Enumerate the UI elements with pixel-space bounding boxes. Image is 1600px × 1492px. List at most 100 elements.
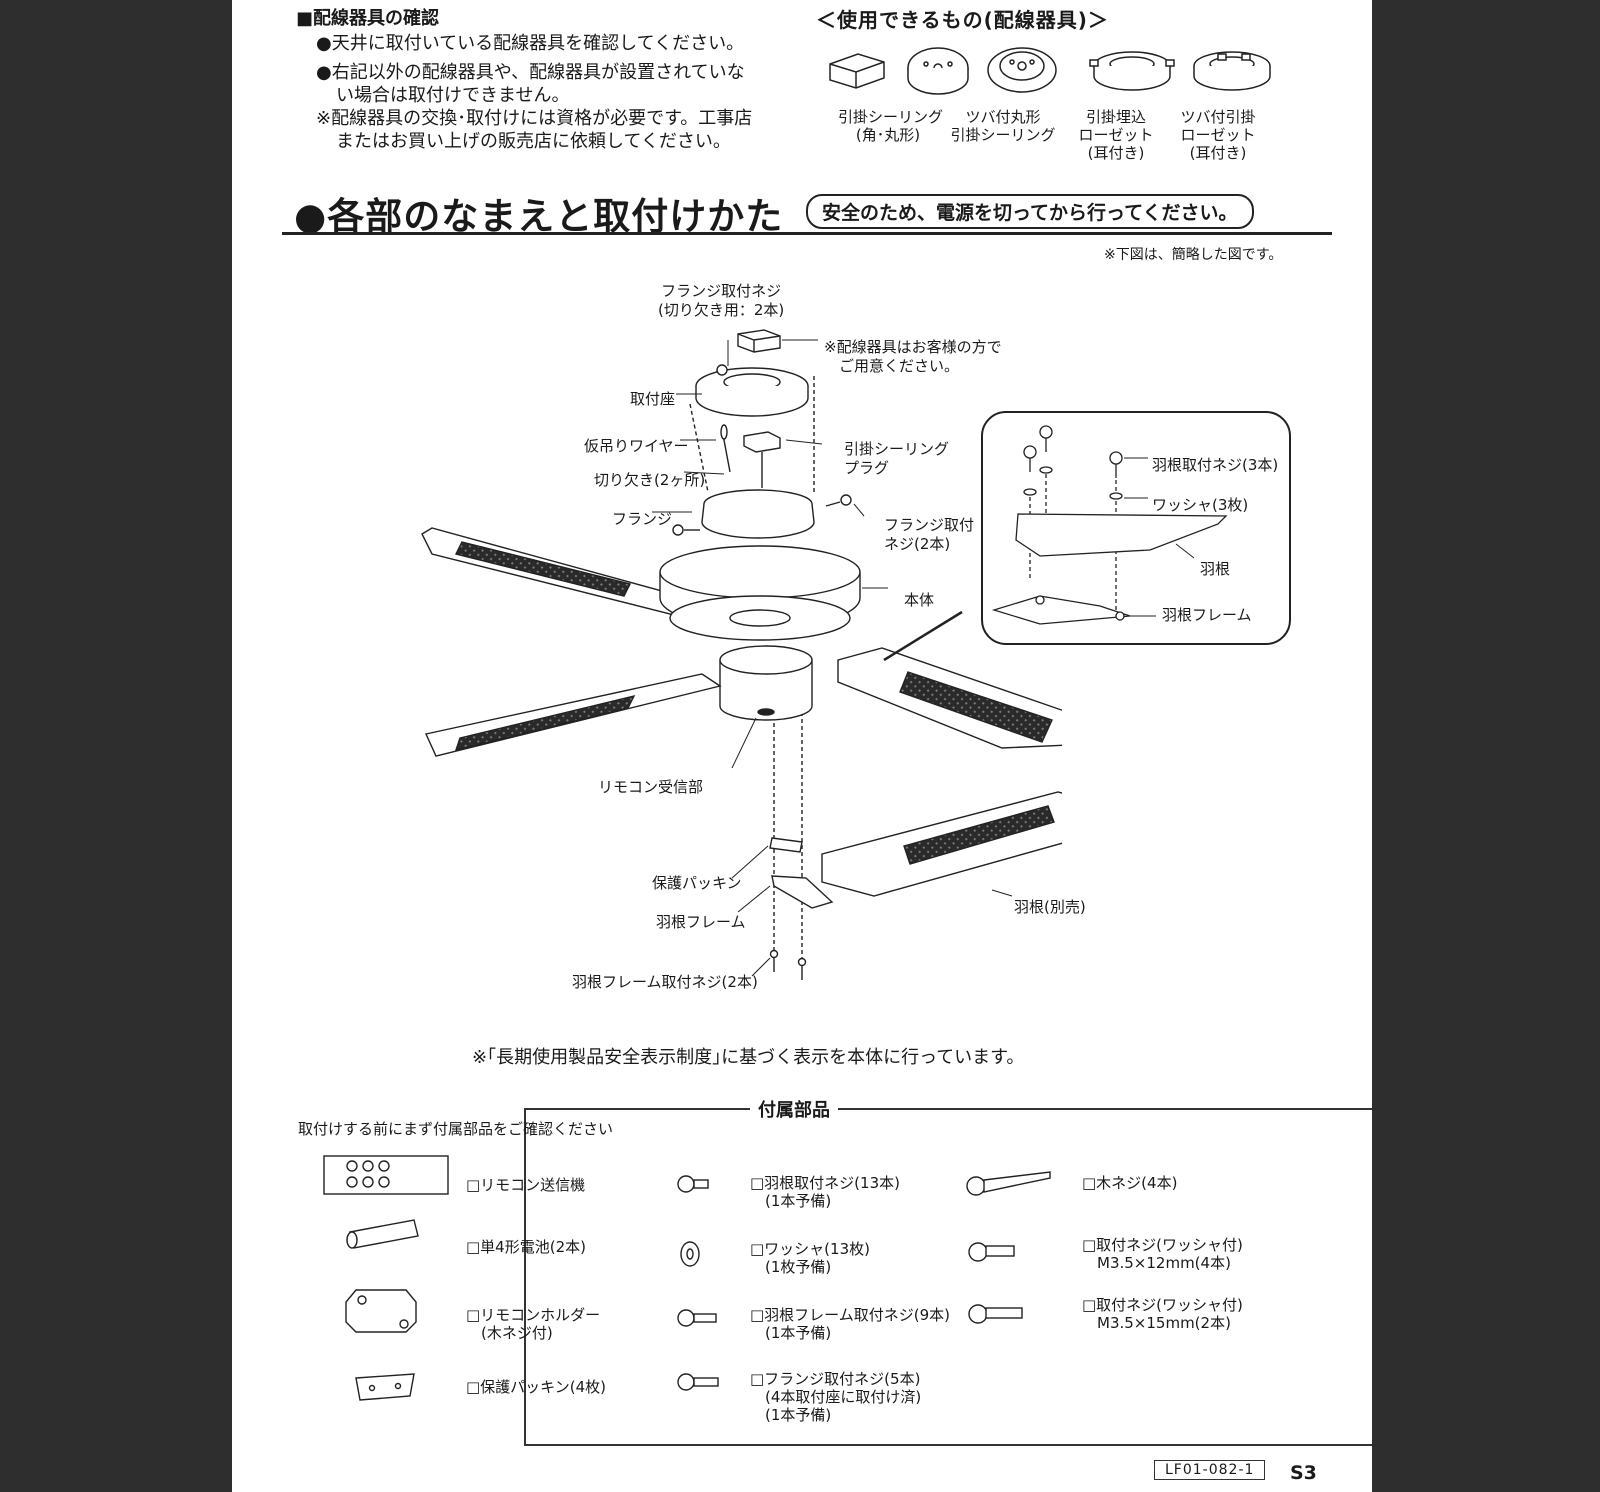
remote-holder-icon [345,1289,417,1333]
fixture-label-flanged-ceiling: ツバ付丸形 引掛シーリング [950,108,1056,144]
accessory-label-flange-screw: □フランジ取付ネジ(5本) (4本取付座に取付け済) (1本予備) [750,1370,922,1424]
flange [701,489,815,539]
label-ceiling-plug: 引掛シーリング プラグ [844,440,950,477]
inset-washer-3 [1109,492,1123,500]
inset-screw-2 [1023,445,1037,472]
accessory-label-blade-screw: □羽根取付ネジ(13本) (1本予備) [750,1174,900,1210]
accessory-label-mount-screw-12: □取付ネジ(ワッシャ付) M3.5×12mm(4本) [1082,1236,1243,1272]
ceiling-square-icon [829,53,885,89]
wiring-heading: ■配線器具の確認 [296,8,440,29]
accessory-icons-col-1 [323,1155,449,1401]
blade-top-left [421,527,703,621]
mount-screw-15-icon [968,1304,1023,1324]
label-temp-wire: 仮吊りワイヤー [584,437,689,455]
accessory-label-remote-holder: □リモコンホルダー (木ネジ付) [466,1306,601,1342]
blade-sold-separately [821,791,1062,897]
label-wiring-device-note: ※配線器具はお客様の方で ご用意ください。 [824,338,1002,375]
label-notch: 切り欠き(2ヶ所) [594,471,706,489]
ceiling-plug [743,431,781,488]
wiring-bullet-2-line-1: ●右記以外の配線器具や、配線器具が設置されていな [316,62,745,83]
label-blade-frame-screw: 羽根フレーム取付ネジ(2本) [572,973,758,991]
wiring-bullet-2-line-2: い場合は取付けできません。 [336,85,570,106]
right-margin [1372,0,1600,1492]
blade-screw-icon [677,1175,709,1193]
safety-note: 安全のため、電源を切ってから行ってください。 [806,194,1254,229]
inset-label-washer: ワッシャ(3枚) [1152,496,1249,514]
manual-page: ■配線器具の確認 ●天井に取付いている配線器具を確認してください。 ●右記以外の… [232,0,1372,1492]
title-rule [282,232,1332,235]
inset-frame [991,595,1131,625]
long-term-note: ※｢長期使用製品安全表示制度｣に基づく表示を本体に行っています。 [472,1047,1025,1068]
remote-receiver-housing [719,645,813,721]
blade-right [837,647,1062,749]
ceiling-round-icon [907,47,969,95]
blade-frame-screw-icon [677,1309,717,1327]
fan-diagram [421,329,1062,980]
accessory-label-battery: □単4形電池(2本) [466,1238,586,1256]
recessed-rosette-icon [1089,51,1175,91]
flanged-round-ceiling-icon [987,47,1057,93]
label-mount-base: 取付座 [630,390,676,408]
washer-icon [680,1241,700,1267]
label-body: 本体 [904,591,935,609]
aa-battery-icon [346,1219,419,1249]
wood-screw-icon [966,1171,1051,1196]
accessory-icons-col-3 [966,1171,1051,1324]
blade-frame-part [771,875,834,909]
accessory-label-remote-transmitter: □リモコン送信機 [466,1176,586,1194]
temp-wire-hook [720,424,728,440]
flange-screw-right [825,494,852,507]
label-blade-frame: 羽根フレーム [656,913,746,931]
section-title: ●各部のなまえと取付けかた [294,195,784,238]
flange-screw-icon [677,1373,719,1391]
wiring-note-line-2: またはお買い上げの販売店に依頼してください。 [336,131,731,152]
flanged-rosette-icon [1193,51,1271,91]
label-flange-screw-side: フランジ取付 ネジ(2本) [884,516,975,553]
accessory-icons-col-2 [677,1175,719,1391]
inset-washer-1 [1039,466,1053,474]
page-number: S3 [1290,1462,1317,1484]
blade-frame-screw-right [797,957,807,980]
simplified-note: ※下図は、簡略した図です。 [1104,247,1283,263]
protective-packing-icon [355,1373,415,1401]
accessories-instruction: 取付けする前にまず付属部品をご確認ください [298,1120,614,1138]
inset-washer-2 [1023,488,1037,496]
mount-screw-12-icon [968,1242,1015,1262]
label-blade-sold-separately: 羽根(別売) [1014,898,1086,916]
blade-inset [981,411,1291,645]
flange-screw-left [672,524,700,536]
fan-body [659,545,861,641]
inset-label-blade-screw: 羽根取付ネジ(3本) [1152,456,1279,474]
mount-base [695,364,809,417]
accessory-label-packing: □保護パッキン(4枚) [466,1378,606,1396]
fixture-label-recessed-rosette: 引掛埋込 ローゼット (耳付き) [1078,108,1154,162]
accessory-label-wood-screw: □木ネジ(4本) [1082,1174,1178,1192]
blade-frame-screw-left [769,949,779,972]
label-packing: 保護パッキン [652,874,742,892]
blade-left [425,673,722,757]
inset-label-blade: 羽根 [1200,560,1231,578]
document-code: LF01-082-1 [1154,1460,1266,1480]
accessory-label-washer: □ワッシャ(13枚) (1枚予備) [750,1240,870,1276]
inset-screw-1 [1039,425,1053,452]
packing-part [769,837,803,853]
wiring-bullet-1: ●天井に取付いている配線器具を確認してください。 [316,33,745,54]
fixture-label-ceiling: 引掛シーリング (角･丸形) [838,108,944,144]
label-remote-receiver: リモコン受信部 [598,778,704,796]
inset-blade [1015,513,1228,557]
fixtures-heading: ＜使用できるもの(配線器具)＞ [816,8,1109,32]
inset-screw-3 [1109,451,1123,478]
accessories-title: 付属部品 [750,1096,838,1122]
left-margin [0,0,232,1492]
wiring-note-line-1: ※配線器具の交換･取付けには資格が必要です。工事店 [316,108,753,129]
inset-arrow [883,610,963,662]
fixture-label-flanged-rosette: ツバ付引掛 ローゼット (耳付き) [1180,108,1256,162]
remote-transmitter-icon [323,1155,449,1195]
accessory-label-blade-frame-screw: □羽根フレーム取付ネジ(9本) (1本予備) [750,1306,950,1342]
wiring-device-box [737,329,781,353]
inset-label-blade-frame: 羽根フレーム [1162,606,1252,624]
label-flange-screw-top: フランジ取付ネジ (切り欠き用：2本) [658,282,785,319]
label-flange: フランジ [612,510,673,528]
accessory-label-mount-screw-15: □取付ネジ(ワッシャ付) M3.5×15mm(2本) [1082,1296,1243,1332]
fixture-icons [829,47,1271,95]
